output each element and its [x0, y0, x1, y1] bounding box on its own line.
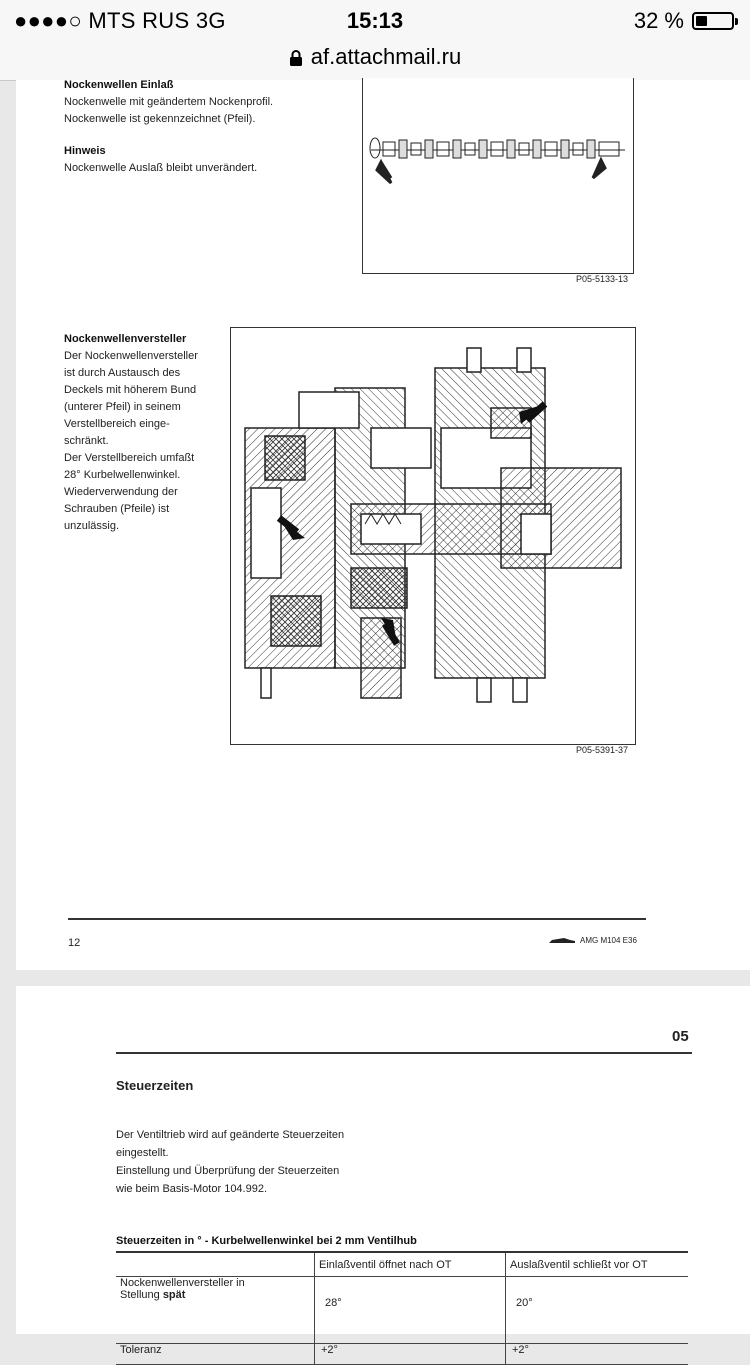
section-title: Nockenwellen Einlaß [64, 79, 174, 91]
table-row: Nockenwellenversteller in Stellung spät … [116, 1276, 688, 1344]
section-title: Nockenwellenversteller [64, 333, 187, 345]
cross-section-drawing [244, 347, 622, 703]
section-paragraph: Der Ventiltrieb wird auf geänderte Steue… [116, 1126, 446, 1198]
lock-icon [289, 50, 302, 67]
cell-line: Stellung spät [120, 1289, 186, 1301]
section-number: 05 [672, 1028, 689, 1045]
text-line: Verstellbereich einge- [64, 418, 170, 430]
url-display[interactable]: af.attachmail.ru [0, 44, 750, 70]
adjuster-cross-section-figure [230, 327, 636, 745]
clock: 15:13 [346, 8, 404, 33]
url-text: af.attachmail.ru [310, 44, 462, 69]
document-page-1: Nockenwellen Einlaß Nockenwelle mit geän… [16, 77, 750, 970]
figure-caption: P05-5133-13 [576, 274, 629, 284]
text-line: wie beim Basis-Motor 104.992. [116, 1183, 268, 1195]
note-text: Nockenwelle Auslaß bleibt unverändert. [64, 162, 258, 174]
text-line: ist durch Austausch des [64, 367, 181, 379]
text-line: unzulässig. [64, 520, 120, 532]
camshaft-figure [362, 78, 634, 274]
text-line: Wiederverwendung der [64, 486, 178, 498]
table-cell: 20° [505, 1276, 688, 1344]
text-line: Der Nockenwellenversteller [64, 350, 198, 362]
section-camshaft-intake: Nockenwellen Einlaß Nockenwelle mit geän… [64, 77, 364, 177]
figure-caption: P05-5391-37 [576, 745, 629, 755]
header-divider [116, 1052, 692, 1054]
battery-icon [692, 12, 738, 30]
text-line: Schrauben (Pfeile) ist [64, 503, 170, 515]
cell-line: Nockenwellenversteller in [120, 1277, 245, 1289]
text-line: eingestellt. [116, 1147, 169, 1159]
table-cell: Nockenwellenversteller in Stellung spät [116, 1276, 315, 1344]
camshaft-drawing [369, 137, 625, 185]
status-bar: ●●●●○ MTS RUS 3G 15:13 32 % [0, 0, 750, 40]
table-title: Steuerzeiten in ° - Kurbelwellenwinkel b… [116, 1235, 417, 1247]
address-bar[interactable]: af.attachmail.ru [0, 40, 750, 81]
table-cell: +2° [314, 1343, 506, 1365]
text-line: 28° Kurbelwellenwinkel. [64, 469, 181, 481]
footer-label: AMG M104 E36 [548, 936, 637, 945]
text-line: schränkt. [64, 435, 109, 447]
table-header-row: Einlaßventil öffnet nach OT Auslaßventil… [116, 1251, 688, 1277]
text-line: Nockenwelle ist gekennzeichnet (Pfeil). [64, 113, 256, 125]
text-line: Einstellung und Überprüfung der Steuerze… [116, 1165, 340, 1177]
section-title: Steuerzeiten [116, 1078, 194, 1093]
table-row: Toleranz +2° +2° [116, 1343, 688, 1365]
car-icon [549, 937, 575, 943]
note-title: Hinweis [64, 145, 106, 157]
battery-status: 32 % [633, 8, 738, 34]
carrier-label: ●●●●○ MTS RUS 3G [14, 8, 226, 33]
section-camshaft-adjuster: Nockenwellenversteller Der Nockenwellenv… [64, 331, 234, 535]
footer-divider [68, 918, 646, 920]
footer-text: AMG M104 E36 [580, 936, 637, 945]
page-number: 12 [68, 937, 81, 949]
document-page-2: 05 Steuerzeiten Der Ventiltrieb wird auf… [16, 986, 750, 1365]
text-line: Der Verstellbereich umfaßt [64, 452, 195, 464]
battery-percent: 32 % [633, 8, 684, 33]
table-cell: 28° [314, 1276, 506, 1344]
table-header-cell [116, 1251, 315, 1277]
text-line: Deckels mit höherem Bund [64, 384, 197, 396]
table-cell: +2° [505, 1343, 688, 1365]
text-line: (unterer Pfeil) in seinem [64, 401, 181, 413]
table-header-cell: Einlaßventil öffnet nach OT [314, 1251, 506, 1277]
text-line: Der Ventiltrieb wird auf geänderte Steue… [116, 1129, 345, 1141]
table-cell: Toleranz [116, 1343, 315, 1365]
timing-table: Einlaßventil öffnet nach OT Auslaßventil… [116, 1251, 688, 1365]
text-line: Nockenwelle mit geändertem Nockenprofil. [64, 96, 274, 108]
table-header-cell: Auslaßventil schließt vor OT [505, 1251, 688, 1277]
